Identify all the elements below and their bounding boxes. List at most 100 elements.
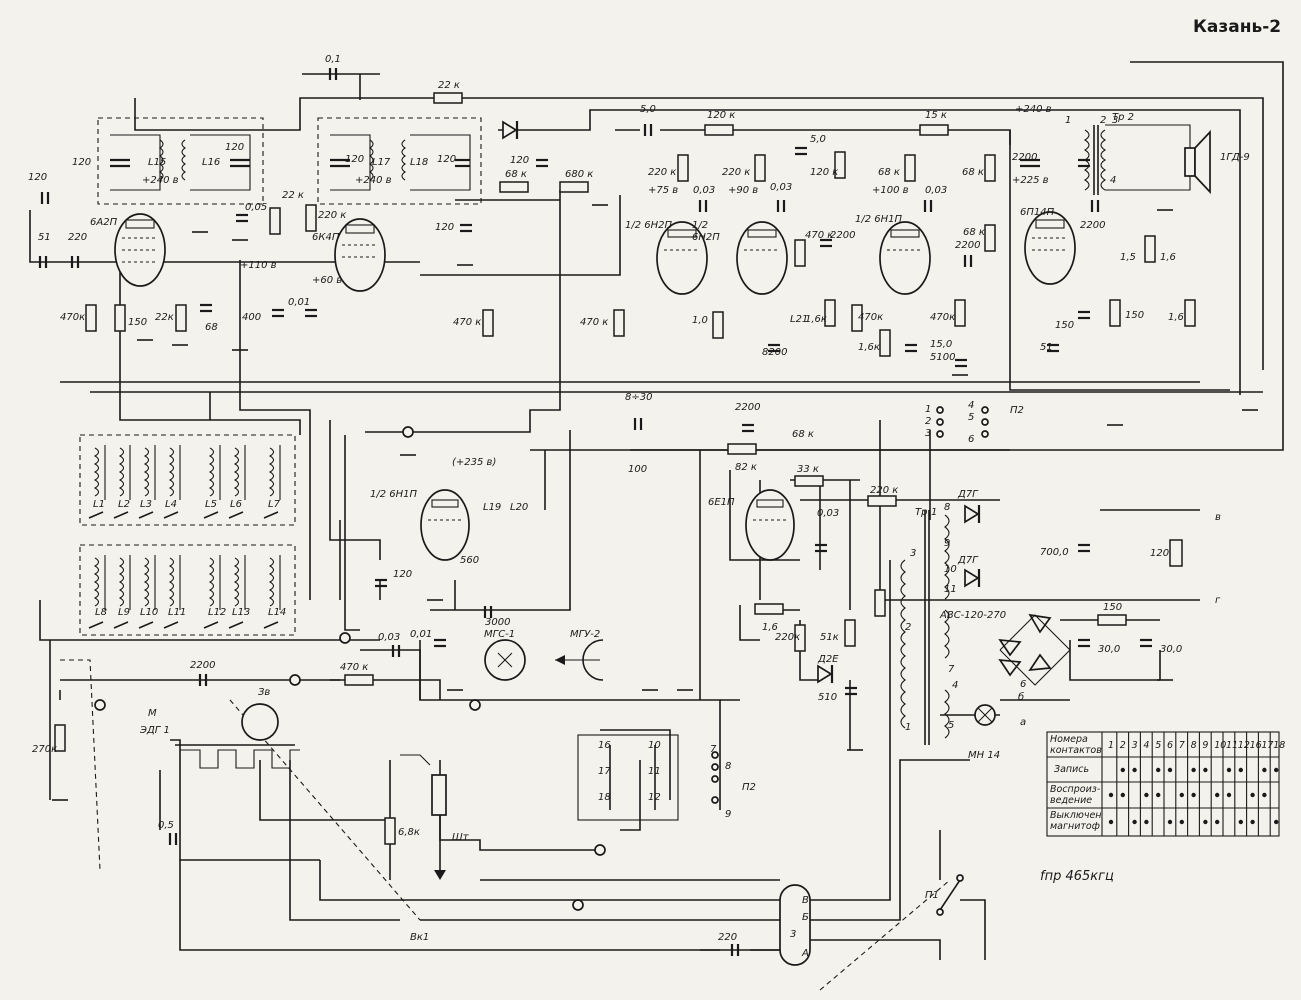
component-label: 220 к <box>870 485 898 496</box>
component-label: L18 <box>410 157 428 168</box>
table-mark <box>1262 767 1267 773</box>
component-label: 22к <box>155 312 174 323</box>
table-mark <box>1191 792 1196 798</box>
component-label: 220 к <box>722 167 750 178</box>
component-label: АВС-120-270 <box>939 610 1006 621</box>
component-label: 7 <box>710 744 717 755</box>
component-label: 470к <box>858 312 883 323</box>
component-label: +240 в <box>142 175 179 186</box>
table-mark <box>1179 792 1185 798</box>
component-label: 0,03 <box>378 632 400 643</box>
component-label: 0,01 <box>288 297 310 308</box>
component-label: 150 <box>1103 602 1122 613</box>
component-label: L5 <box>205 499 217 510</box>
component-label: В <box>802 895 809 906</box>
component-label: 560 <box>460 555 479 566</box>
table-mark <box>1250 819 1255 825</box>
tube-6p14p <box>1024 211 1076 285</box>
component-label: L1 <box>93 499 105 510</box>
table-mark <box>1203 819 1208 825</box>
table-mark <box>1108 792 1114 798</box>
motor-edg1 <box>175 703 300 769</box>
table-col-header: 6 <box>1167 740 1173 751</box>
band-switch-contact <box>203 621 219 629</box>
component-label: 5100 <box>930 352 955 363</box>
component-label: 51 <box>1040 342 1053 353</box>
component-label: 470 к <box>453 317 481 328</box>
component-label: 30,0 <box>1160 644 1182 655</box>
component-label: 22 к <box>438 80 460 91</box>
component-label: 1 <box>925 404 931 415</box>
coil <box>208 447 215 497</box>
component-label: 2200 <box>1080 220 1105 231</box>
component-label: 220 к <box>318 210 346 221</box>
component-label: 120 <box>225 142 244 153</box>
component-label: Зв <box>258 687 270 698</box>
component-label: 4 <box>952 680 958 691</box>
component-label: 120 <box>345 154 364 165</box>
component-label: 82 к <box>735 462 757 473</box>
if-frequency-note: fпр 465кгц <box>1040 869 1114 884</box>
component-label: 5 <box>948 720 954 731</box>
component-label: Тр 2 <box>1112 112 1134 123</box>
table-header-line2: контактов <box>1050 745 1102 756</box>
component-label: 2200 <box>830 230 855 241</box>
table-col-header: 10 <box>1214 740 1226 751</box>
component-label: 5,0 <box>810 134 826 145</box>
component-label: 8200 <box>762 347 787 358</box>
component-label: 51 <box>38 232 51 243</box>
band-switch-contact <box>203 511 219 519</box>
component-label: Д2Е <box>817 654 839 665</box>
component-label: 68 к <box>505 169 527 180</box>
component-label: Б <box>802 912 809 923</box>
component-label: L17 <box>372 157 391 168</box>
erase-head-mgu2 <box>555 639 604 681</box>
table-col-header: 9 <box>1202 740 1208 751</box>
coil <box>143 447 150 497</box>
component-label: 1/2 6Н1П <box>370 489 418 500</box>
component-label: 4 <box>1110 175 1116 186</box>
band-switch-contact <box>263 511 279 519</box>
component-label: 100 <box>628 464 647 475</box>
main-wiring <box>29 61 1284 960</box>
component-label: 8÷30 <box>625 392 652 403</box>
component-label: L12 <box>208 607 226 618</box>
if-transformer-1 <box>97 117 264 205</box>
component-label: 5 <box>968 412 974 423</box>
component-label: 12 <box>648 792 661 803</box>
table-row-off-line2: магнитоф <box>1050 821 1100 832</box>
stylus-switch-sht <box>400 754 447 880</box>
table-mark <box>1250 792 1255 798</box>
coil <box>118 557 125 607</box>
component-label: 0,03 <box>693 185 715 196</box>
tube-6n1p-a <box>879 221 931 295</box>
component-label: 6Е1П <box>708 497 735 508</box>
component-label: 2 <box>905 622 911 633</box>
component-label: 22 к <box>282 190 304 201</box>
component-label: Д7Г <box>957 489 979 500</box>
band-switch-contact <box>88 621 104 629</box>
component-label: ЭДГ 1 <box>139 725 170 736</box>
component-label: 68 к <box>878 167 900 178</box>
table-row-off-line1: Выключен <box>1050 810 1102 821</box>
component-label: 18 <box>598 792 611 803</box>
table-mark <box>1156 767 1161 773</box>
table-col-header: 12 <box>1238 740 1250 751</box>
component-label: L10 <box>140 607 158 618</box>
component-label: 220 <box>68 232 87 243</box>
component-label: 15,0 <box>930 339 952 350</box>
switch-p2 <box>711 406 989 804</box>
tube-6a2p <box>114 213 166 287</box>
component-label: П1 <box>925 890 939 901</box>
band-switch-contact <box>163 511 179 519</box>
component-label: 33 к <box>797 464 819 475</box>
component-label: 470 к <box>580 317 608 328</box>
component-label: 6А2П <box>90 217 118 228</box>
power-transformer <box>900 510 950 745</box>
coil-bank <box>79 434 296 636</box>
table-mark <box>1120 792 1126 798</box>
component-label: в <box>1215 512 1221 523</box>
component-label: 120 к <box>707 110 735 121</box>
